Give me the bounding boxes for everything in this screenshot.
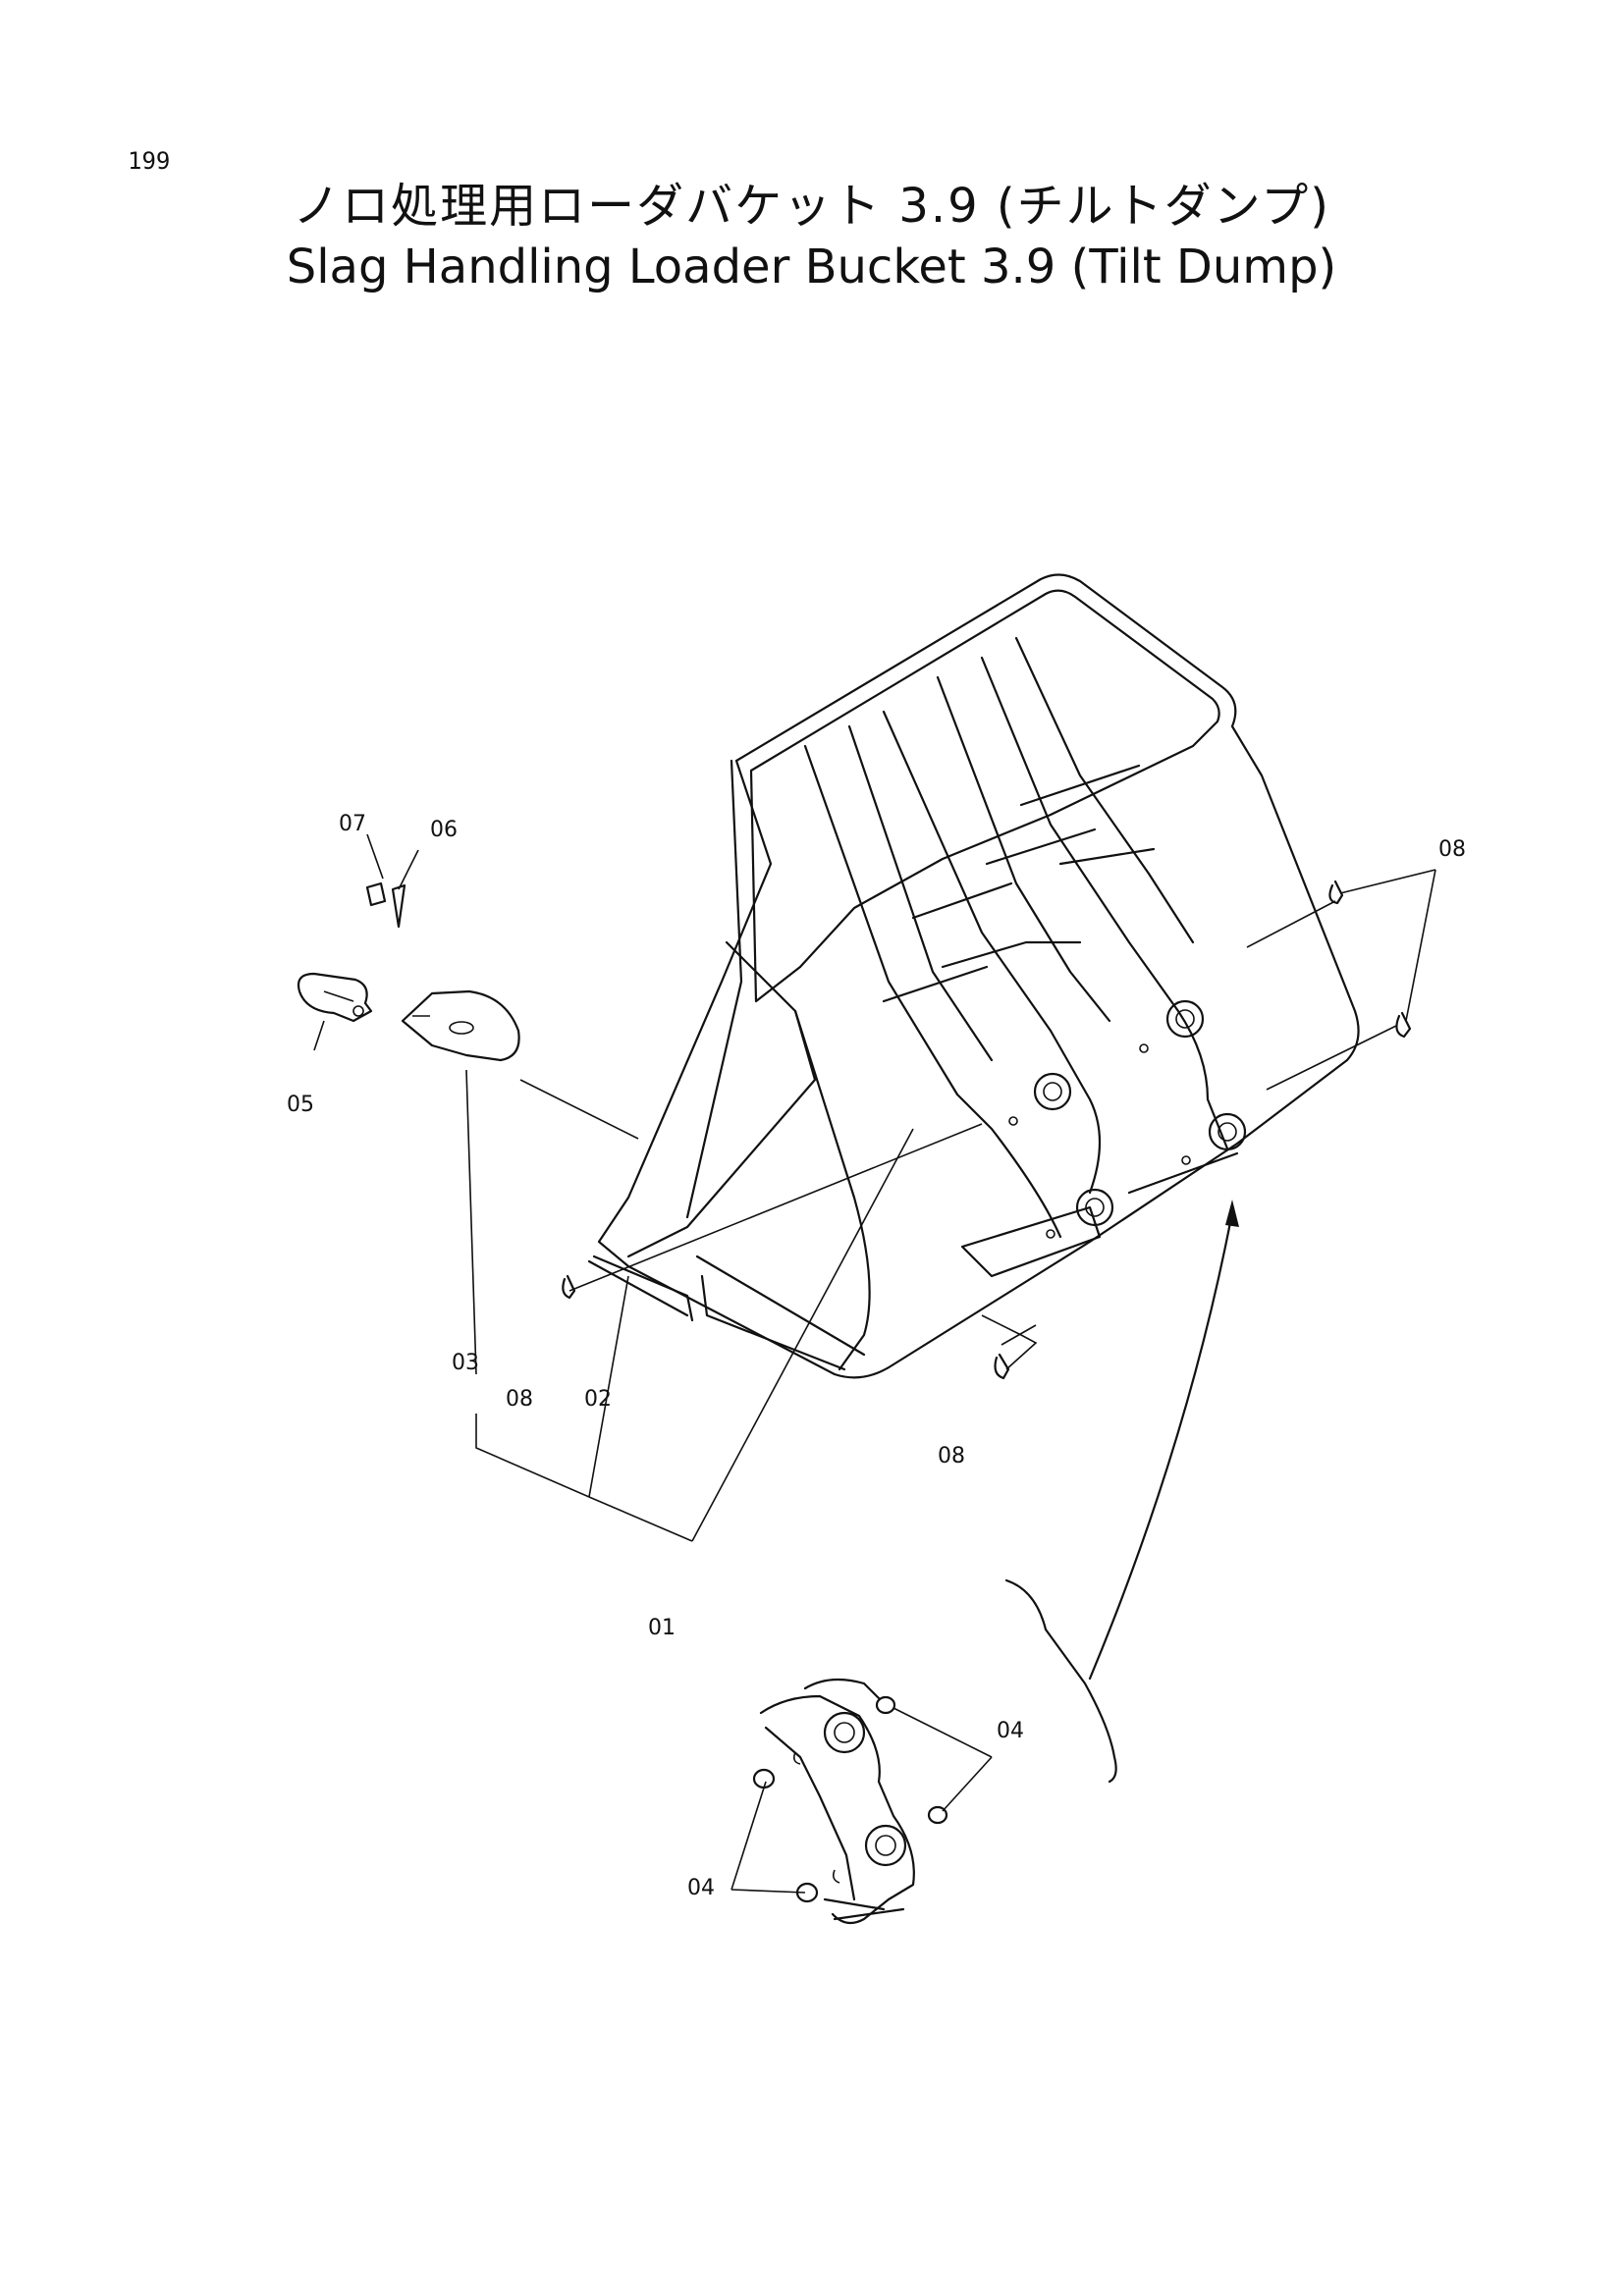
page-number: 199 — [128, 147, 171, 175]
tooth-point-03 — [401, 989, 520, 1062]
lock-pin-07 — [365, 881, 387, 907]
bolt-08-bottom — [994, 1353, 1010, 1380]
bolt-08-left — [562, 1274, 576, 1300]
callout-02: 02 — [584, 1387, 612, 1412]
callout-06: 06 — [430, 818, 458, 842]
callout-08-bottom: 08 — [938, 1444, 965, 1468]
title-english: Slag Handling Loader Bucket 3.9 (Tilt Du… — [286, 240, 1337, 294]
title-japanese: ノロ処理用ローダバケット 3.9 (チルトダンプ) — [293, 179, 1330, 234]
title-block: ノロ処理用ローダバケット 3.9 (チルトダンプ) Slag Handling … — [0, 167, 1623, 294]
detail-bushings — [752, 1578, 1117, 1925]
callout-07: 07 — [339, 812, 366, 836]
bolt-08-right-top — [1328, 880, 1344, 905]
callout-01: 01 — [648, 1616, 676, 1640]
bucket-body — [587, 573, 1360, 1379]
lock-06 — [391, 883, 406, 929]
callout-04-right: 04 — [997, 1719, 1024, 1743]
leader-lines — [313, 833, 1436, 1894]
tooth-adapter-05 — [297, 972, 373, 1023]
callout-05: 05 — [287, 1093, 314, 1117]
callout-04-left: 04 — [687, 1876, 715, 1900]
callout-03: 03 — [452, 1351, 479, 1375]
callout-08-left: 08 — [506, 1387, 533, 1412]
callout-08-right: 08 — [1438, 837, 1466, 862]
bolt-08-right-bottom — [1395, 1011, 1412, 1039]
